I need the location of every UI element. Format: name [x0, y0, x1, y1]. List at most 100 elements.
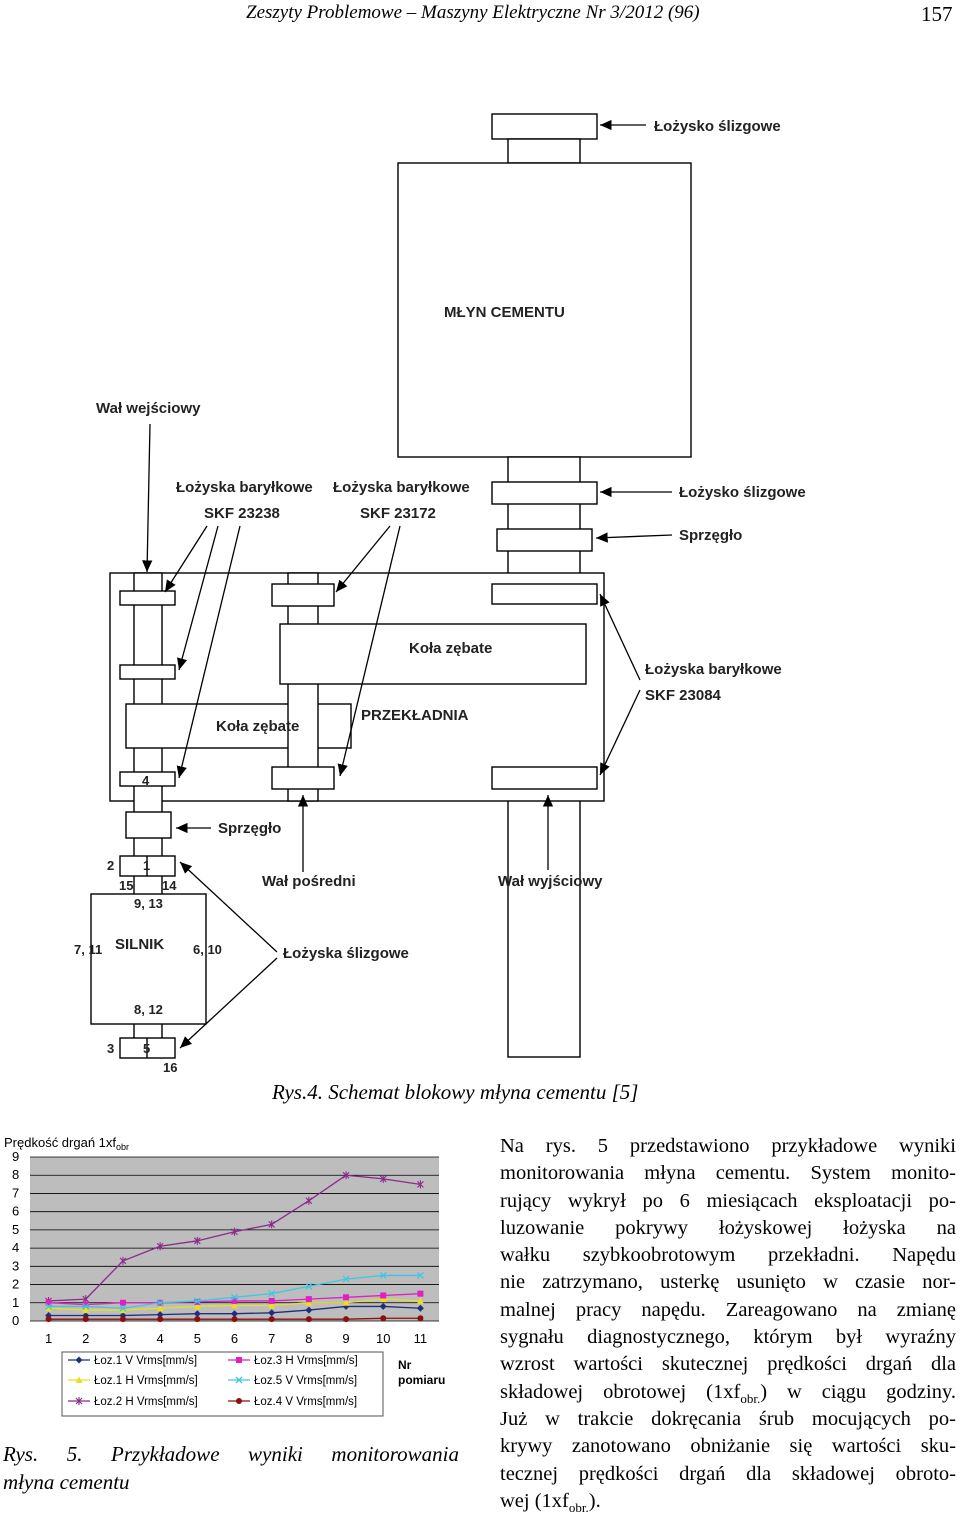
- gears-right-block: [279, 623, 587, 685]
- page-number: 157: [921, 2, 953, 26]
- y-tick-label: 3: [12, 1258, 19, 1273]
- mill-label: MŁYN CEMENTU: [444, 304, 565, 321]
- data-point: [119, 1306, 127, 1314]
- data-point: [380, 1315, 387, 1322]
- output-shaft-label: Wał wyjściowy: [498, 873, 603, 890]
- series-6: [45, 1315, 424, 1323]
- point-16: 16: [163, 1060, 177, 1075]
- series-3: [45, 1171, 424, 1305]
- legend-entry: Łoz.2 H Vrms[mm/s]: [68, 1396, 198, 1408]
- body-line: rujący wykrył po 6 miesiącach eksploatac…: [500, 1189, 956, 1212]
- legend-marker: [236, 1357, 242, 1363]
- legend-marker: [236, 1398, 242, 1404]
- input-shaft-label: Wał wejściowy: [96, 400, 201, 417]
- data-point: [305, 1282, 313, 1290]
- top-bearing-block: [491, 113, 598, 140]
- body-line: sygnału diagnostycznego, którym był wyra…: [500, 1326, 956, 1349]
- data-point: [268, 1309, 276, 1317]
- legend-label: Łoz.2 H Vrms[mm/s]: [94, 1396, 198, 1408]
- data-point: [305, 1316, 312, 1323]
- slide-bearing-mid-label: Łożysko ślizgowe: [679, 484, 806, 501]
- x-tick-label: 7: [268, 1331, 275, 1346]
- arrow-coupling-right: [595, 532, 673, 543]
- data-point: [119, 1256, 127, 1265]
- x-tick-label: 2: [82, 1331, 89, 1346]
- x-tick-label: 9: [342, 1331, 349, 1346]
- figure5-caption-line2: młyna cementu: [3, 1470, 130, 1494]
- legend-marker: [75, 1397, 83, 1405]
- series-2: [45, 1295, 424, 1314]
- y-tick-label: 5: [12, 1222, 19, 1237]
- x-tick-label: 11: [414, 1331, 428, 1346]
- plot-area: [30, 1157, 439, 1321]
- x-tick-label: 8: [305, 1331, 312, 1346]
- figure5-caption: Rys. 5. Przykładowe wyniki monitorowania…: [3, 1440, 459, 1496]
- point-15: 15: [119, 878, 133, 893]
- body-line: krywy zanotowano obniżanie się wartości …: [500, 1435, 956, 1458]
- legend-entry: Łoz.5 V Vrms[mm/s]: [228, 1375, 357, 1387]
- legend-label: Łoz.1 V Vrms[mm/s]: [94, 1355, 197, 1367]
- x-tick-label: 4: [157, 1331, 164, 1346]
- data-point: [156, 1304, 164, 1312]
- data-point: [268, 1316, 275, 1323]
- arrow-bb1-b: [177, 525, 219, 671]
- data-point: [305, 1299, 313, 1306]
- gears-right-label: Koła zębate: [409, 640, 492, 657]
- mill-coupling: [496, 528, 593, 552]
- y-tick-label: 9: [12, 1149, 19, 1164]
- y-tick-label: 2: [12, 1277, 19, 1292]
- arrow-motor-bearing-bottom: [179, 957, 278, 1049]
- series-5: [45, 1271, 424, 1312]
- arrow-bb3-a: [599, 593, 641, 681]
- point-4: 4: [142, 773, 150, 788]
- slide-bearing-top-label: Łożysko ślizgowe: [654, 118, 781, 135]
- legend-marker: [75, 1356, 83, 1364]
- barrel-bearings-3-code: SKF 23084: [645, 687, 722, 704]
- motor-label: SILNIK: [115, 936, 164, 953]
- x-axis-label-line1: Nr: [398, 1358, 412, 1372]
- data-point: [417, 1315, 424, 1322]
- data-point: [417, 1290, 424, 1297]
- legend-marker: [75, 1376, 83, 1383]
- body-line: luzowanie pokrywy łożyskowej łożyska na: [500, 1216, 956, 1239]
- data-point: [305, 1296, 312, 1303]
- intermediate-shaft-label: Wał pośredni: [262, 873, 356, 890]
- data-point: [193, 1302, 201, 1310]
- block-diagram-figure: MŁYN CEMENTU Łożysko ślizgowe Łożysko śl…: [74, 113, 806, 1075]
- legend-label: Łoz.1 H Vrms[mm/s]: [94, 1375, 198, 1387]
- chart-title: Prędkość drgań 1xfobr: [4, 1135, 129, 1152]
- y-tick-label: 1: [12, 1295, 19, 1310]
- journal-header: Zeszyty Problemowe – Maszyny Elektryczne…: [246, 2, 700, 23]
- point-7-11: 7, 11: [74, 942, 102, 957]
- data-point: [45, 1302, 53, 1310]
- data-point: [194, 1316, 201, 1323]
- data-point: [268, 1302, 276, 1309]
- data-point: [45, 1316, 52, 1323]
- body-line-with-subscript: wej (1xfobr.).: [500, 1489, 601, 1515]
- legend-label: Łoz.5 V Vrms[mm/s]: [254, 1375, 357, 1387]
- body-line-with-subscript: składowej obrotowej (1xfobr.) w ciągu go…: [500, 1380, 956, 1406]
- data-point: [82, 1301, 89, 1308]
- shaft2-bearing-top: [271, 583, 335, 607]
- data-point: [156, 1242, 164, 1251]
- data-point: [82, 1306, 90, 1314]
- shaft3-bearing-low: [491, 766, 598, 790]
- data-point: [379, 1174, 387, 1183]
- data-point: [342, 1171, 350, 1180]
- data-point: [231, 1302, 238, 1309]
- data-point: [268, 1290, 276, 1298]
- figure4-caption: Rys.4. Schemat blokowy młyna cementu [5]: [272, 1080, 639, 1104]
- y-tick-label: 8: [12, 1167, 19, 1182]
- data-point: [231, 1227, 238, 1236]
- arrow-input-shaft: [142, 423, 153, 573]
- data-point: [417, 1180, 424, 1189]
- barrel-bearings-1-code: SKF 23238: [204, 505, 280, 522]
- point-9-13: 9, 13: [134, 896, 163, 911]
- y-tick-label: 4: [12, 1240, 19, 1255]
- body-line: nie zatrzymano, usterkę usunięto w czasi…: [500, 1271, 956, 1294]
- data-point: [156, 1299, 164, 1307]
- legend-label: Łoz.3 H Vrms[mm/s]: [254, 1355, 358, 1367]
- data-point: [416, 1271, 424, 1279]
- arrow-bb2-b: [337, 525, 401, 777]
